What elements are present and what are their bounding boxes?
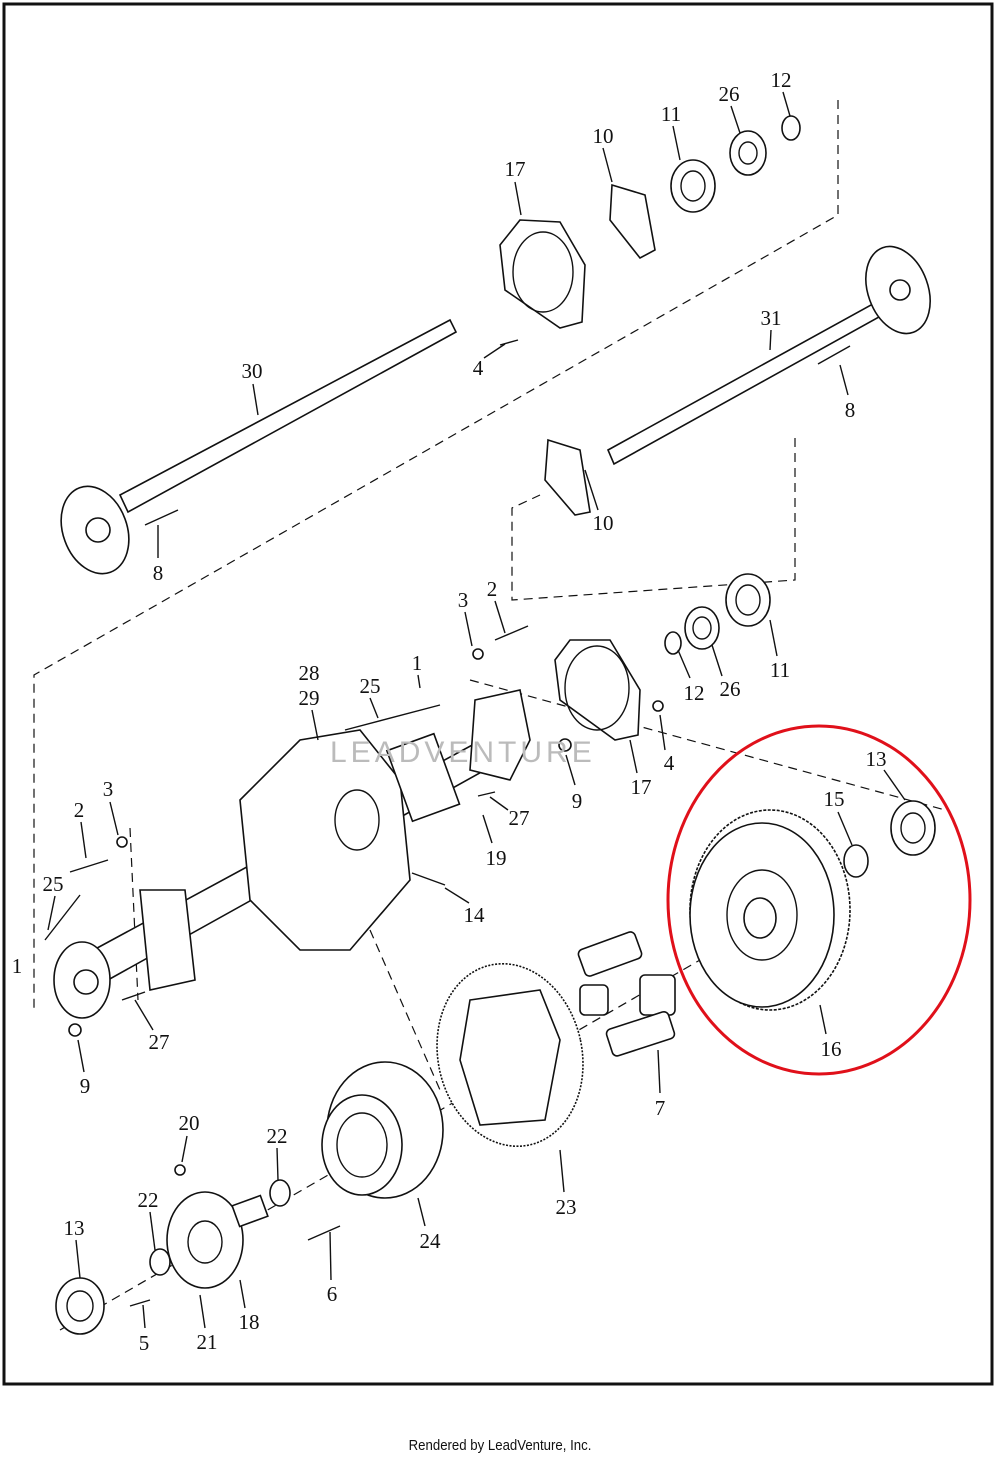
callout-number: 5 [139, 1331, 150, 1355]
callout-number: 10 [593, 124, 614, 148]
diagram-frame [2, 2, 994, 1386]
footer-credit: Rendered by LeadVenture, Inc. [408, 1437, 592, 1454]
callout-number: 24 [420, 1229, 442, 1253]
gasket-17-mid [554, 639, 641, 741]
isolators [577, 931, 676, 1057]
callout-number: 11 [770, 658, 790, 682]
callout-number: 30 [242, 359, 263, 383]
callout-number: 1 [412, 651, 423, 675]
callout-number: 4 [664, 751, 675, 775]
callout-number: 19 [486, 846, 507, 870]
callout-number: 27 [509, 806, 530, 830]
callout-number: 8 [153, 561, 164, 585]
callout-number: 8 [845, 398, 856, 422]
callout-number: 14 [464, 903, 486, 927]
callout-number: 2 [74, 798, 85, 822]
callout-number: 13 [866, 747, 887, 771]
watermark: LEADVENTURE [330, 736, 596, 769]
callout-number: 31 [761, 306, 782, 330]
callout-number: 21 [197, 1330, 218, 1354]
callout-number: 20 [179, 1111, 200, 1135]
bearings [55, 115, 936, 1335]
differential-hub [321, 1061, 444, 1199]
callout-number: 25 [43, 872, 64, 896]
callout-number: 17 [631, 775, 652, 799]
callout-number: 12 [771, 68, 792, 92]
callout-number: 26 [719, 82, 740, 106]
callout-number: 18 [239, 1310, 260, 1334]
callout-number: 15 [824, 787, 845, 811]
ring-gear [436, 962, 584, 1148]
callout-number: 28 [299, 661, 320, 685]
callout-number: 22 [267, 1124, 288, 1148]
callout-number: 10 [593, 511, 614, 535]
plate-10-top [609, 183, 656, 260]
axle-shaft-right [606, 245, 931, 466]
rear-axle-housing [53, 689, 531, 1019]
callout-number: 17 [505, 157, 526, 181]
callout-number: 3 [458, 588, 469, 612]
callout-number: 6 [327, 1282, 338, 1306]
callout-number: 7 [655, 1096, 666, 1120]
callout-number: 1 [12, 954, 23, 978]
callout-number: 12 [684, 681, 705, 705]
axle-shaft-left [60, 318, 458, 575]
plate-10-mid [544, 438, 591, 516]
callout-number: 4 [473, 356, 484, 380]
callout-number: 16 [821, 1037, 842, 1061]
rear-pulley [689, 809, 851, 1011]
callout-number: 25 [360, 674, 381, 698]
highlight-circle [666, 724, 972, 1076]
callout-number: 23 [556, 1195, 577, 1219]
callout-number: 22 [138, 1188, 159, 1212]
output-flange [166, 1191, 269, 1289]
leader-lines [47, 91, 906, 1329]
callout-number: 2 [487, 577, 498, 601]
callout-number: 9 [572, 789, 583, 813]
callout-number: 9 [80, 1074, 91, 1098]
callout-number: 29 [299, 686, 320, 710]
fasteners [44, 339, 851, 1307]
callout-number: 11 [661, 102, 681, 126]
callout-number: 3 [103, 777, 114, 801]
callout-number: 26 [720, 677, 741, 701]
callout-number: 13 [64, 1216, 85, 1240]
callout-number: 27 [149, 1030, 170, 1054]
